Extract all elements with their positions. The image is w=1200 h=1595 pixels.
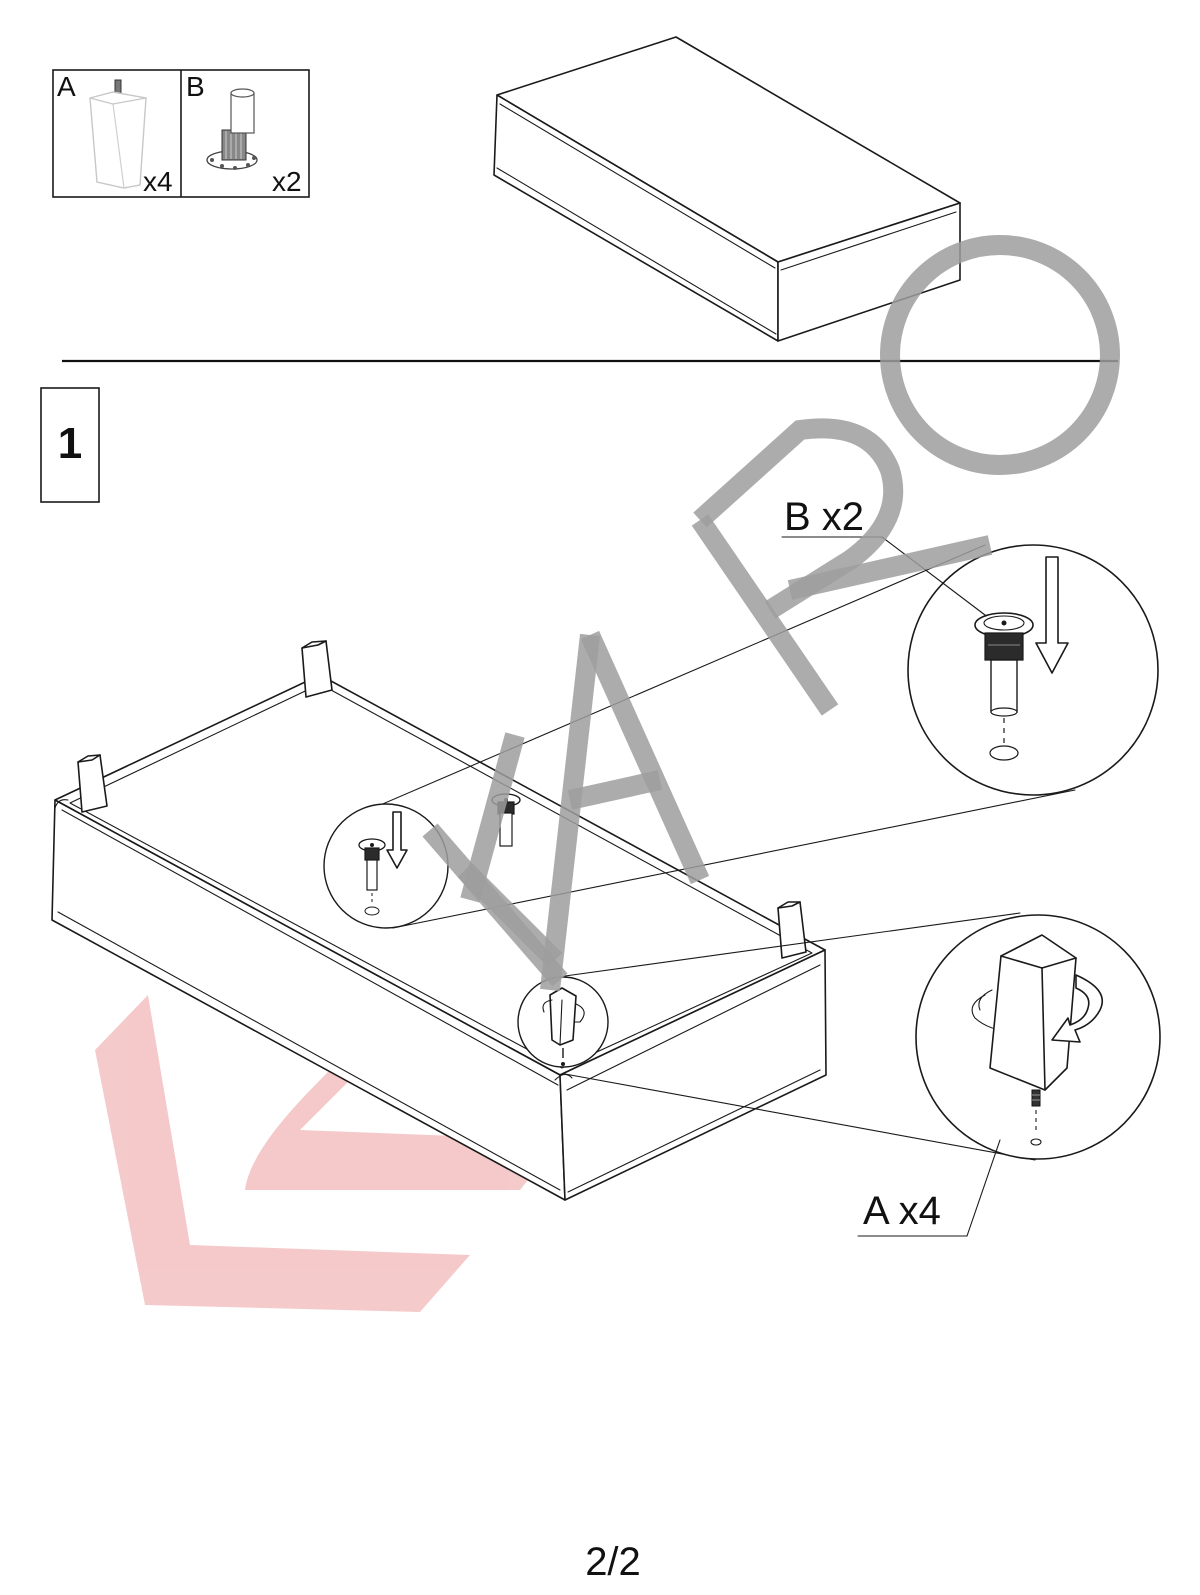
step-number: 1 — [58, 419, 82, 468]
leg-detail-large — [915, 914, 1161, 1160]
leg-back-right — [777, 901, 807, 959]
part-a-letter: A — [57, 71, 76, 102]
leg-back-left — [301, 640, 333, 698]
part-a-qty: x4 — [143, 166, 173, 197]
callout-glide: B x2 — [781, 495, 986, 616]
ottoman-overview — [493, 36, 961, 342]
part-a-cell: A x4 — [57, 71, 173, 197]
glide-detail-small — [323, 803, 449, 929]
step-badge: 1 — [40, 387, 100, 503]
ottoman-upside-down — [51, 640, 827, 1201]
glide-foot-icon — [206, 88, 258, 170]
part-b-cell: B x2 — [186, 71, 302, 197]
glide-detail-large — [907, 544, 1159, 796]
page-number: 2/2 — [585, 1540, 641, 1584]
callout-glide-label: B x2 — [784, 495, 864, 539]
parts-table: A x4 B — [52, 69, 310, 198]
leg-front-left — [77, 754, 108, 813]
red-logo-watermark — [95, 922, 560, 1312]
part-b-letter: B — [186, 71, 205, 102]
wooden-leg-icon — [89, 79, 147, 189]
callout-leg-label: A x4 — [863, 1189, 941, 1233]
callout-leg: A x4 — [857, 1139, 1001, 1237]
part-b-qty: x2 — [272, 166, 302, 197]
karo-watermark — [422, 235, 1120, 992]
leg-detail-small — [517, 976, 609, 1068]
